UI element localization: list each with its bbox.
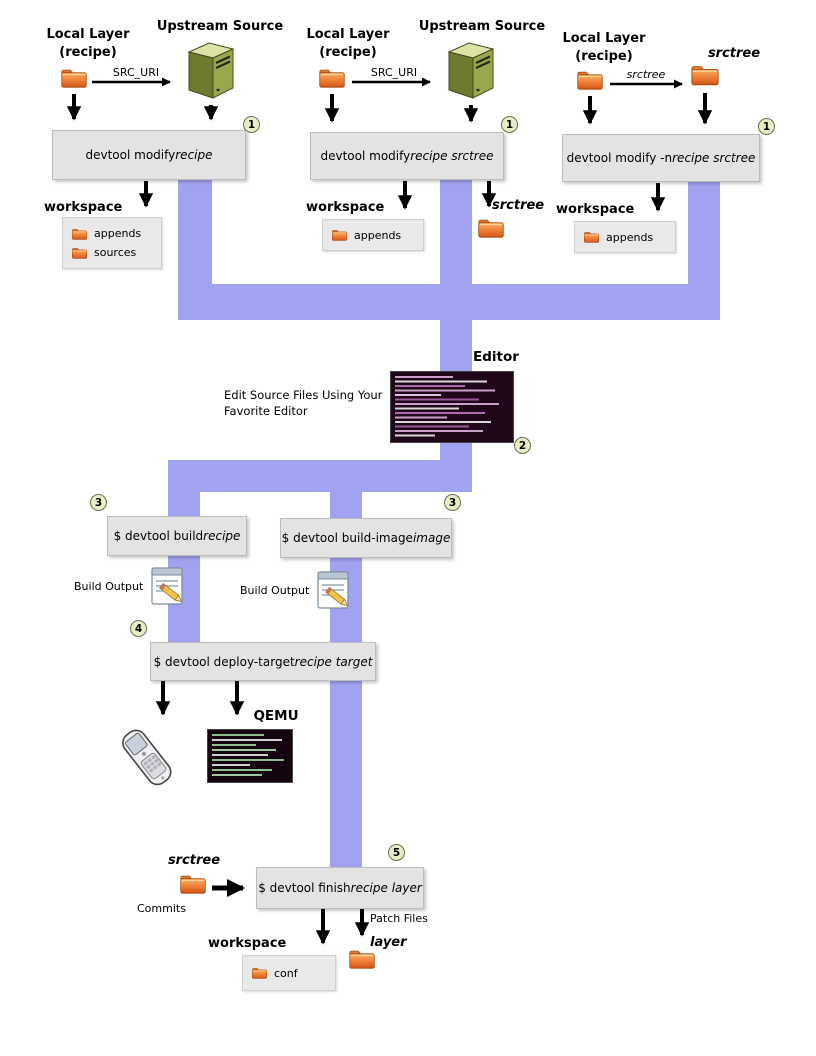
build-output-icon-left <box>150 565 186 607</box>
step-badge-1b: 1 <box>501 116 518 133</box>
srctree-label-col3-top: srctree <box>707 46 761 61</box>
connector-col2-vertical <box>440 178 472 374</box>
step-badge-3a: 3 <box>90 494 107 511</box>
cmd-variable: recipe target <box>294 654 373 669</box>
srctree-folder-icon-finish <box>179 872 207 896</box>
cmd-variable: recipe srctree <box>410 149 494 163</box>
editor-label: Editor <box>473 349 519 365</box>
step-badge-1a: 1 <box>243 116 260 133</box>
cmd-text: devtool modify -n <box>566 151 673 165</box>
devtool-build-image-box: $ devtool build-image image <box>280 518 452 558</box>
src-uri-label-1: SRC_URI <box>112 66 160 79</box>
upstream-source-label-2: Upstream Source <box>418 19 546 34</box>
upstream-server-icon-2 <box>444 40 498 100</box>
phone-icon <box>122 729 172 786</box>
local-layer-label-2: Local Layer (recipe) <box>306 27 390 60</box>
local-layer-label-3: Local Layer (recipe) <box>562 31 646 64</box>
cmd-variable: recipe layer <box>350 881 422 895</box>
connector-horizontal-split <box>168 460 472 492</box>
build-output-label-left: Build Output <box>74 580 144 593</box>
devtool-deploy-target-box: $ devtool deploy-target recipe target <box>150 642 376 681</box>
folder-label: conf <box>274 966 298 980</box>
folder-row: appends <box>583 230 667 244</box>
folder-label: appends <box>354 228 402 242</box>
step-badge-1c: 1 <box>758 118 775 135</box>
cmd-text: devtool modify <box>320 149 411 163</box>
folder-icon <box>331 228 348 242</box>
layer-label: layer <box>370 935 407 950</box>
folder-row: conf <box>251 966 327 980</box>
srctree-label-col2: srctree <box>492 198 545 213</box>
devtool-modify-box-1: devtool modify recipe <box>52 130 246 180</box>
connector-horizontal-top <box>178 284 720 320</box>
workspace-box-3: appends <box>574 221 676 253</box>
folder-label: appends <box>94 227 142 240</box>
editor-note: Edit Source Files Using Your Favorite Ed… <box>224 388 383 418</box>
cmd-text: devtool modify <box>85 148 176 162</box>
folder-row: appends <box>331 228 415 242</box>
step-badge-3b: 3 <box>444 494 461 511</box>
devtool-build-box: $ devtool build recipe <box>107 516 247 556</box>
step-badge-4: 4 <box>130 620 147 637</box>
layer-folder-icon <box>348 946 376 972</box>
src-uri-label-2: SRC_URI <box>370 66 418 79</box>
srctree-folder-icon-col3 <box>690 62 720 88</box>
workspace-label-3: workspace <box>556 202 635 217</box>
workspace-label-finish: workspace <box>208 936 287 951</box>
local-layer-folder-icon-3 <box>576 68 604 92</box>
step-badge-2: 2 <box>514 437 531 454</box>
cmd-variable: recipe <box>175 148 213 162</box>
cmd-text: $ devtool deploy-target <box>153 654 295 669</box>
patch-files-label: Patch Files <box>370 912 428 925</box>
cmd-variable: recipe srctree <box>672 151 756 165</box>
qemu-screenshot <box>207 729 293 783</box>
devtool-finish-box: $ devtool finish recipe layer <box>256 867 424 909</box>
upstream-source-label-1: Upstream Source <box>156 19 284 34</box>
cmd-variable: image <box>412 531 451 545</box>
cmd-variable: recipe <box>203 529 241 543</box>
qemu-label: QEMU <box>253 708 299 724</box>
folder-label: sources <box>94 246 137 259</box>
workspace-label-2: workspace <box>306 200 385 215</box>
devtool-modify-box-3: devtool modify -n recipe srctree <box>562 134 760 182</box>
step-badge-5: 5 <box>388 844 405 861</box>
folder-row: appends <box>71 227 153 241</box>
folder-icon <box>583 230 600 244</box>
editor-screenshot <box>390 371 514 443</box>
folder-row: sources <box>71 246 153 260</box>
build-output-icon-right <box>316 569 352 611</box>
local-layer-folder-icon-2 <box>318 66 346 90</box>
cmd-text: $ devtool build-image <box>281 531 413 545</box>
workspace-conf-box: conf <box>242 955 336 991</box>
upstream-server-icon-1 <box>184 40 238 100</box>
build-output-label-right: Build Output <box>240 584 310 597</box>
devtool-modify-box-2: devtool modify recipe srctree <box>310 132 504 180</box>
srctree-arrow-label-col3: srctree <box>626 68 666 81</box>
folder-icon <box>251 966 268 980</box>
commits-label: Commits <box>137 902 186 915</box>
workspace-box-2: appends <box>322 219 424 251</box>
folder-icon <box>71 227 88 241</box>
local-layer-folder-icon-1 <box>60 66 88 90</box>
cmd-text: $ devtool build <box>113 529 204 543</box>
cmd-text: $ devtool finish <box>258 881 351 895</box>
workspace-box-1: appends sources <box>62 217 162 269</box>
srctree-label-finish: srctree <box>167 853 221 868</box>
srctree-folder-icon-col2 <box>477 216 505 240</box>
folder-icon <box>71 246 88 260</box>
local-layer-label-1: Local Layer (recipe) <box>46 27 130 60</box>
folder-label: appends <box>606 230 654 244</box>
connector-build-left-vertical <box>168 460 200 656</box>
workspace-label-1: workspace <box>44 200 123 215</box>
